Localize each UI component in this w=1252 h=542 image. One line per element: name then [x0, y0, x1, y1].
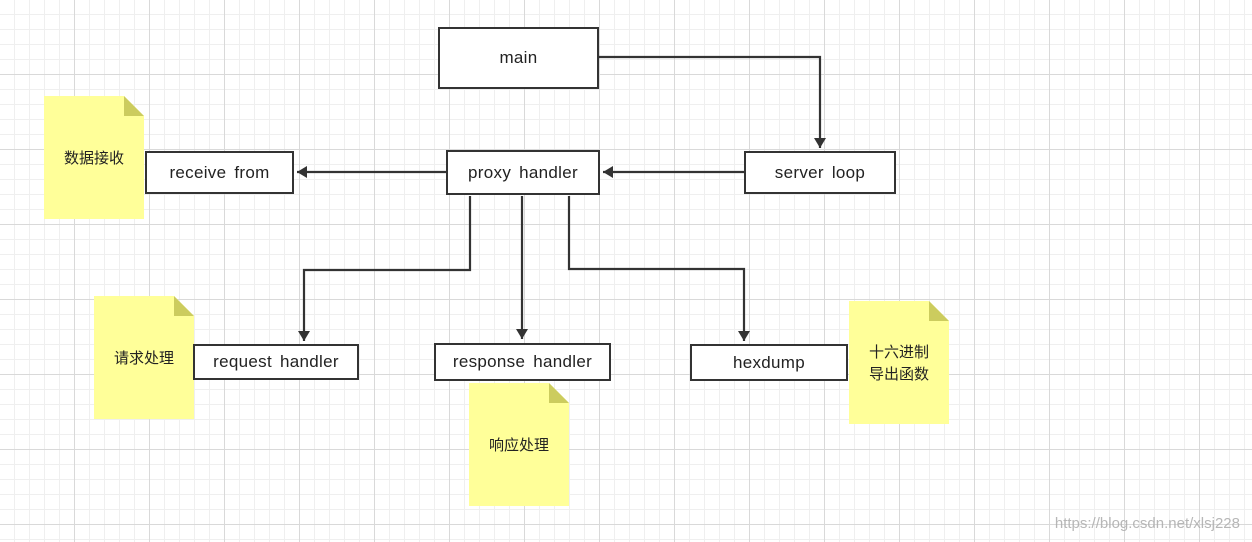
note-hexdump-export-text: 十六进制 导出函数	[868, 342, 929, 383]
note-hexdump-export: 十六进制 导出函数	[849, 301, 949, 424]
node-proxy-handler[interactable]: proxy handler	[446, 150, 600, 195]
watermark: https://blog.csdn.net/xlsj228	[1054, 515, 1240, 532]
node-proxy-handler-label: proxy handler	[468, 162, 578, 182]
node-request-handler-label: request handler	[213, 352, 339, 371]
node-main[interactable]: main	[438, 27, 599, 89]
node-main-label: main	[499, 48, 538, 67]
node-hexdump[interactable]: hexdump	[690, 344, 848, 381]
node-server-loop[interactable]: server loop	[744, 151, 896, 194]
node-request-handler[interactable]: request handler	[193, 344, 359, 380]
note-data-receive: 数据接收	[44, 96, 144, 219]
node-response-handler-label: response handler	[452, 352, 593, 371]
node-server-loop-label: server loop	[774, 162, 866, 182]
node-hexdump-label: hexdump	[732, 352, 806, 372]
note-response-process: 响应处理	[469, 383, 569, 506]
note-request-process-text: 请求处理	[113, 348, 174, 367]
node-receive-from-label: receive from	[169, 162, 270, 182]
note-data-receive-text: 数据接收	[63, 148, 124, 167]
edge-proxy-handler-to-hexdump	[567, 196, 750, 341]
edge-proxy-handler-to-request-handler	[298, 196, 472, 341]
note-request-process: 请求处理	[94, 296, 194, 419]
edge-main-to-server-loop	[599, 55, 826, 148]
node-receive-from[interactable]: receive from	[145, 151, 294, 194]
node-response-handler[interactable]: response handler	[434, 343, 611, 381]
note-response-process-text: 响应处理	[488, 435, 549, 454]
